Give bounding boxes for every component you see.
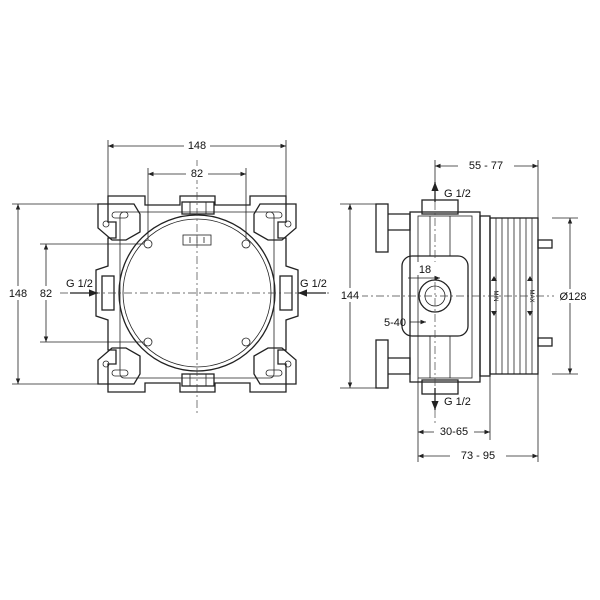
flange-top (375, 203, 389, 253)
screw-hole (143, 337, 153, 347)
bracket-top-right (253, 203, 297, 241)
bracket-bottom-right (253, 347, 297, 385)
dim-offset: 5-40 (384, 317, 406, 329)
front-view: 148 82 148 82 G 1/2 G 1/2 (6, 138, 330, 415)
dim-install-range: 30-65 (440, 426, 468, 438)
peg-top (537, 239, 553, 249)
outlet-top-label: G 1/2 (444, 188, 471, 200)
front-frame (95, 195, 299, 393)
peg-bottom (537, 337, 553, 347)
top-nut (181, 201, 215, 215)
side-view: MIN MAX 55 - 77 G 1/2 144 18 5-40 (338, 158, 594, 462)
bottom-nut (181, 373, 215, 387)
dim-width-outer: 148 (188, 140, 206, 152)
bottom-connector (421, 379, 459, 395)
screw-hole (143, 239, 153, 249)
bracket-bottom-left (97, 347, 141, 385)
dim-port: 18 (419, 264, 431, 276)
inlet-right-label: G 1/2 (300, 278, 327, 290)
outlet-bottom-label: G 1/2 (444, 396, 471, 408)
dim-height-inner: 82 (40, 288, 52, 300)
dim-total-range: 73 - 95 (461, 450, 495, 462)
dim-diameter: Ø128 (560, 291, 587, 303)
flange-bottom (375, 339, 389, 389)
dim-depth-range: 55 - 77 (469, 160, 503, 172)
dim-height-outer: 148 (9, 288, 27, 300)
dim-width-inner: 82 (191, 168, 203, 180)
screw-hole (241, 239, 251, 249)
bracket-top-left (97, 203, 141, 241)
top-connector (421, 199, 459, 215)
screw-hole (241, 337, 251, 347)
dim-height: 144 (341, 290, 359, 302)
inlet-left-label: G 1/2 (66, 278, 93, 290)
